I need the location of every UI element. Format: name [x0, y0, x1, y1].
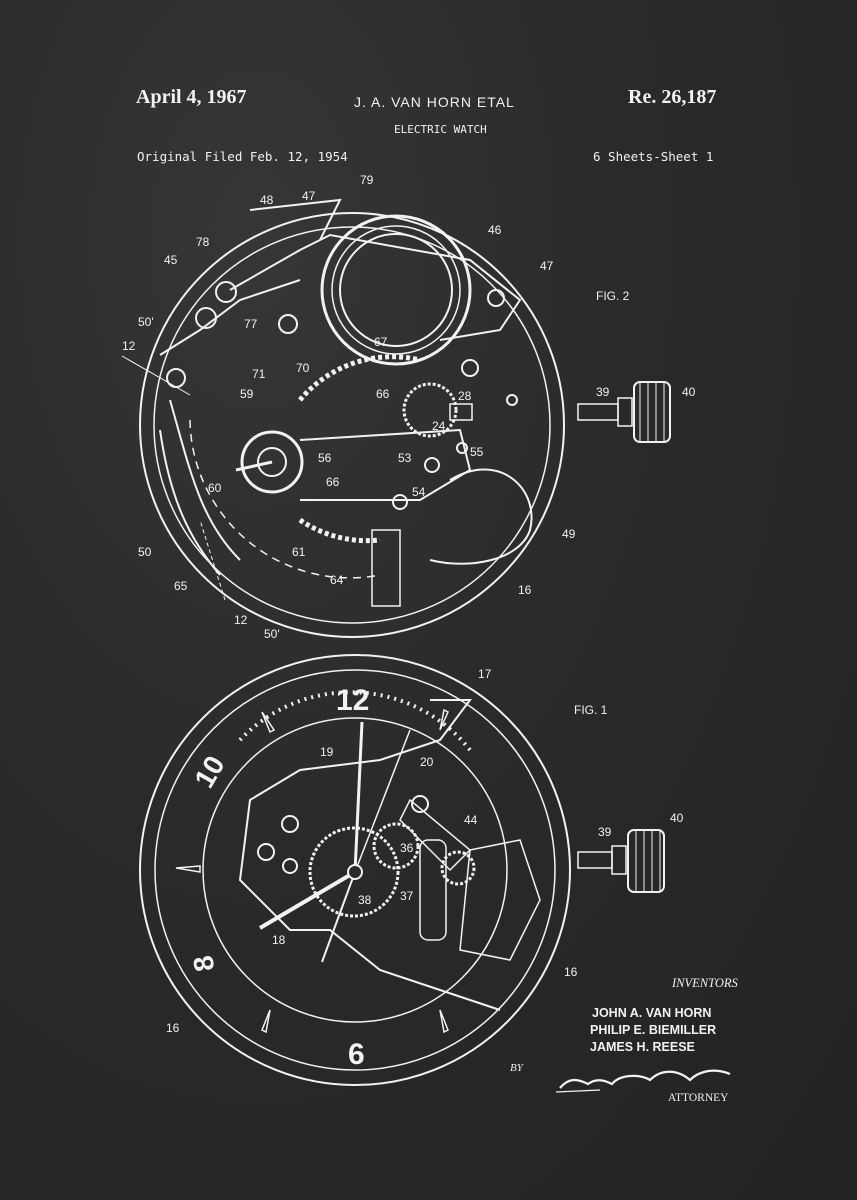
reference-numeral: 16	[518, 583, 532, 597]
reference-numeral: 20	[420, 755, 434, 769]
reference-numeral: 38	[358, 893, 372, 907]
sheet-count: 6 Sheets-Sheet 1	[593, 149, 714, 164]
reference-numeral: 37	[400, 889, 414, 903]
dial-8: 8	[187, 953, 220, 974]
reference-numeral: 59	[240, 387, 254, 401]
fig2-labels: FIG. 2 79 48 47 46 47 78 45 77 50' 12 67…	[122, 173, 696, 641]
fig1-label: FIG. 1	[574, 703, 608, 717]
reference-numeral: 77	[244, 317, 258, 331]
inventor-line: J. A. VAN HORN ETAL	[354, 94, 515, 110]
reference-numeral: 49	[562, 527, 576, 541]
reissue-number: Re. 26,187	[628, 86, 717, 108]
reference-numeral: 19	[320, 745, 334, 759]
dial-6: 6	[348, 1038, 365, 1071]
inventor-name: JOHN A. VAN HORN	[592, 1006, 712, 1020]
dial-12: 12	[336, 684, 369, 717]
reference-numeral: 65	[174, 579, 188, 593]
reference-numeral: 12	[234, 613, 248, 627]
reference-numeral: 39	[596, 385, 610, 399]
reference-numeral: 28	[458, 389, 472, 403]
reference-numeral: 36	[400, 841, 414, 855]
patent-date: April 4, 1967	[136, 86, 247, 108]
reference-numeral: 71	[252, 367, 266, 381]
reference-numeral: 16	[564, 965, 578, 979]
reference-numeral: 66	[376, 387, 390, 401]
reference-numeral: 67	[374, 335, 388, 349]
reference-numeral: 39	[598, 825, 612, 839]
reference-numeral: 18	[272, 933, 286, 947]
reference-numeral: 45	[164, 253, 178, 267]
reference-numeral: 50	[138, 545, 152, 559]
reference-numeral: 40	[670, 811, 684, 825]
attorney-label: ATTORNEY	[668, 1092, 729, 1104]
reference-numeral: 78	[196, 235, 210, 249]
fig1-labels: FIG. 1 17 19 20 44 39 40 36 37 38 18 16 …	[166, 667, 684, 1071]
reference-numeral: 16	[166, 1021, 180, 1035]
reference-numeral: 40	[682, 385, 696, 399]
reference-numeral: 48	[260, 193, 274, 207]
filed-date: Original Filed Feb. 12, 1954	[137, 149, 348, 164]
reference-numeral: 50'	[138, 315, 154, 329]
reference-numeral: 79	[360, 173, 374, 187]
reference-numeral: 46	[488, 223, 502, 237]
fig2-label: FIG. 2	[596, 289, 630, 303]
reference-numeral: 47	[302, 189, 316, 203]
by-label: BY	[510, 1062, 523, 1074]
inventors-heading: INVENTORS	[672, 976, 738, 990]
inventor-name: JAMES H. REESE	[590, 1040, 695, 1054]
reference-numeral: 56	[318, 451, 332, 465]
inventor-name: PHILIP E. BIEMILLER	[590, 1023, 717, 1037]
fig1-dial	[139, 654, 665, 1086]
reference-numeral: 47	[540, 259, 554, 273]
reference-numeral: 55	[470, 445, 484, 459]
reference-numeral: 64	[330, 573, 344, 587]
reference-numeral: 24	[432, 419, 446, 433]
reference-numeral: 12	[122, 339, 136, 353]
patent-title: ELECTRIC WATCH	[394, 123, 487, 136]
reference-numeral: 53	[398, 451, 412, 465]
reference-numeral: 60	[208, 481, 222, 495]
reference-numeral: 44	[464, 813, 478, 827]
fig2-movement	[121, 198, 671, 638]
reference-numeral: 17	[478, 667, 492, 681]
reference-numeral: 61	[292, 545, 306, 559]
reference-numeral: 54	[412, 485, 426, 499]
reference-numeral: 66	[326, 475, 340, 489]
dial-10: 10	[188, 751, 230, 793]
reference-numeral: 50'	[264, 627, 280, 641]
attorney-signature	[559, 1069, 731, 1089]
reference-numeral: 70	[296, 361, 310, 375]
